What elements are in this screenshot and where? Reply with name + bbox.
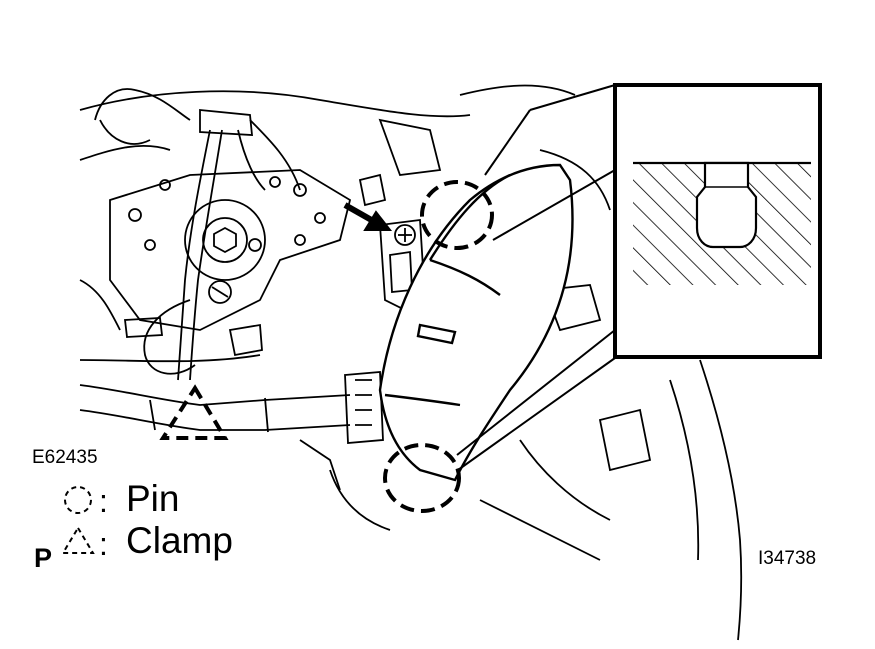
pin-callout-lower xyxy=(383,443,461,513)
pin-callouts xyxy=(383,180,494,513)
pin-callout-upper xyxy=(420,180,494,250)
detail-inset xyxy=(456,83,822,471)
legend-clamp-colon: : xyxy=(99,526,108,562)
dashed-circle-icon xyxy=(64,486,92,514)
clamp-callout xyxy=(159,384,229,440)
p-mark: P xyxy=(34,543,53,573)
bolt-arrow xyxy=(343,202,393,231)
background-linework xyxy=(79,84,743,641)
figure-ref-left: E62435 xyxy=(32,447,98,468)
legend-clamp-label: Clamp xyxy=(126,520,233,561)
figure-ref-right: I34738 xyxy=(758,548,817,569)
brake-pad xyxy=(378,163,574,482)
legend-pin-label: Pin xyxy=(126,478,180,519)
legend-pin-colon: : xyxy=(99,483,108,519)
dashed-triangle-icon xyxy=(61,526,95,554)
